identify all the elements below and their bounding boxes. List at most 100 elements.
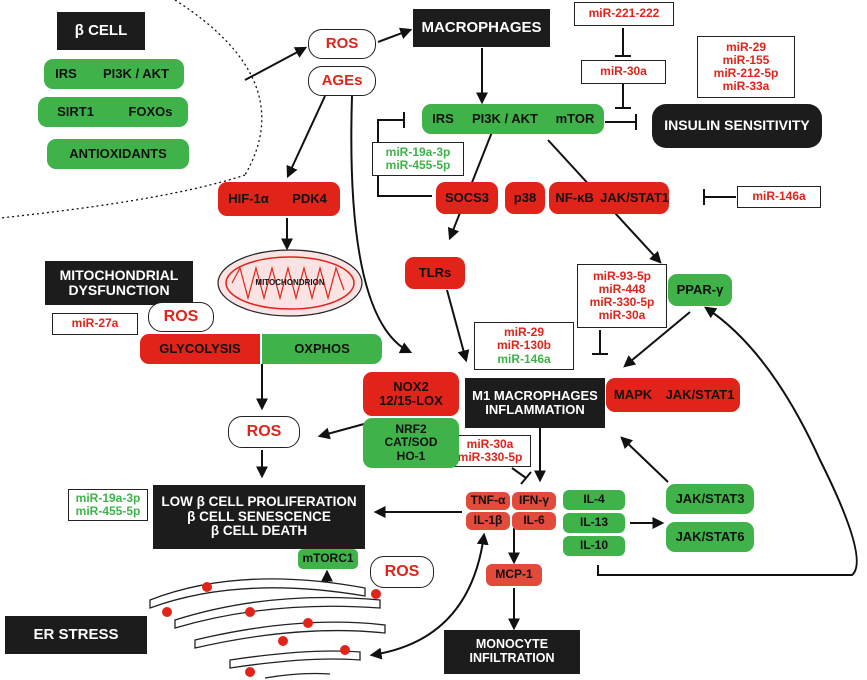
- mir-27a-box: miR-27a: [52, 313, 138, 335]
- mir-cytokine-1: miR-330-5p: [457, 450, 523, 464]
- nfkb-jak-bar: NF-κB JAK/STAT1: [549, 182, 669, 214]
- arrow-jak3-to-m1: [620, 436, 669, 483]
- er-stress-label: ER STRESS: [5, 616, 147, 654]
- arrow-ages-to-hif: [286, 95, 326, 179]
- nrf2-cat-sod: NRF2 CAT/SOD HO-1: [363, 418, 459, 468]
- beta-irs-pi3k-bar: IRS PI3K / AKT: [44, 59, 184, 89]
- mitochondrion-shape: [217, 249, 363, 317]
- mir-beta-1: miR-455-5p: [75, 504, 141, 518]
- mitochondrial-dysfunction-title: MITOCHONDRIAL DYSFUNCTION: [45, 261, 193, 305]
- mir-221-222-box: miR-221-222: [574, 2, 674, 26]
- arrow-er-cytokines: [369, 532, 489, 660]
- jak-stat1: JAK/STAT1: [600, 189, 669, 205]
- mcp-1: MCP-1: [486, 564, 542, 586]
- mir-146a-top-box: miR-146a: [737, 186, 821, 208]
- jak-stat3: JAK/STAT3: [666, 484, 754, 514]
- arrow-ros-to-macrophages: [377, 27, 413, 43]
- ros-middle: ROS: [228, 416, 300, 448]
- jak-stat1-m1: JAK/STAT1: [665, 386, 735, 402]
- insulin-sensitivity: INSULIN SENSITIVITY: [652, 104, 822, 148]
- beta-cell-title: β CELL: [57, 12, 145, 50]
- endoplasmic-reticulum: [149, 578, 386, 679]
- mir-insulin-0: miR-29: [725, 39, 766, 54]
- nox2-lox: NOX2 12/15-LOX: [363, 372, 459, 416]
- oxphos: OXPHOS: [262, 334, 382, 364]
- mir-146a-top: miR-146a: [752, 189, 806, 204]
- mir-30a-top: miR-30a: [600, 64, 647, 79]
- tnf-alpha: TNF-α: [466, 492, 510, 510]
- socs3: SOCS3: [436, 182, 498, 214]
- mir-insulin-3: miR-33a: [722, 79, 770, 94]
- beta-cell-outcome: LOW β CELL PROLIFERATION β CELL SENESCEN…: [153, 485, 365, 549]
- outcome-line-0: LOW β CELL PROLIFERATION: [161, 493, 357, 509]
- mir-ppar-1: miR-448: [598, 281, 646, 296]
- arrow-il10-loop: [597, 306, 858, 576]
- mir-ppar-3: miR-30a: [598, 308, 646, 323]
- cell-membrane-lower: [0, 174, 246, 219]
- mapk-jak-bar: MAPK JAK/STAT1: [606, 378, 740, 412]
- arrow-ages-to-m1: [350, 95, 413, 354]
- ages-stimulus: AGEs: [308, 66, 376, 96]
- cell-membrane: [174, 0, 263, 176]
- m1-macrophages-inflammation: M1 MACROPHAGES INFLAMMATION: [465, 378, 605, 428]
- il-6: IL-6: [512, 512, 556, 530]
- mir-beta-group: miR-19a-3p miR-455-5p: [68, 489, 148, 521]
- pdk4: PDK4: [292, 190, 327, 206]
- mtorc1: mTORC1: [298, 549, 358, 569]
- ros-stimulus: ROS: [308, 29, 376, 59]
- arrow-beta-to-ros: [244, 46, 308, 81]
- glycolysis: GLYCOLYSIS: [140, 334, 260, 364]
- beta-sirt1: SIRT1: [57, 103, 94, 119]
- mir-beta-0: miR-19a-3p: [75, 490, 141, 505]
- arrow-nrf2-to-ros: [317, 423, 365, 440]
- beta-irs: IRS: [55, 65, 77, 81]
- il-4: IL-4: [563, 490, 625, 510]
- mir-socs-0: miR-19a-3p: [385, 144, 451, 159]
- mir-m1-group: miR-29 miR-130b miR-146a: [474, 322, 574, 370]
- monocyte-infiltration: MONOCYTE INFILTRATION: [444, 630, 580, 674]
- il-13: IL-13: [563, 513, 625, 533]
- mac-mtor: mTOR: [555, 110, 595, 126]
- il-10: IL-10: [563, 536, 625, 556]
- il-1beta: IL-1β: [466, 512, 510, 530]
- arrow-tlr-to-m1: [446, 289, 470, 363]
- mac-irs: IRS: [432, 110, 454, 126]
- ifn-gamma: IFN-γ: [512, 492, 556, 510]
- mir-ppar-group: miR-93-5p miR-448 miR-330-5p miR-30a: [577, 264, 667, 328]
- arrow-ppar-to-m1: [623, 311, 691, 368]
- mir-221-222: miR-221-222: [588, 6, 660, 21]
- mir-insulin-group: miR-29 miR-155 miR-212-5p miR-33a: [697, 36, 795, 98]
- nfkb: NF-κB: [555, 189, 594, 205]
- outcome-line-2: β CELL DEATH: [210, 523, 308, 539]
- mir-cytokine-group: miR-30a miR-330-5p: [449, 435, 531, 467]
- hif1a: HIF-1α: [228, 190, 269, 206]
- mir-cytokine-0: miR-30a: [466, 436, 514, 451]
- ppar-gamma: PPAR-γ: [668, 274, 732, 306]
- beta-foxos: FOXOs: [128, 103, 173, 119]
- mir-27a: miR-27a: [71, 316, 119, 331]
- mir-insulin-1: miR-155: [722, 52, 770, 67]
- ribosome-dots: [162, 582, 381, 677]
- beta-antioxidants: ANTIOXIDANTS: [47, 139, 189, 169]
- mir-m1-0: miR-29: [503, 325, 544, 340]
- mitochondrion-label: MITOCHONDRION: [255, 277, 325, 287]
- mir-insulin-2: miR-212-5p: [713, 66, 779, 80]
- mac-irs-pi3k-mtor-bar: IRS PI3K / AKT mTOR: [422, 104, 604, 134]
- beta-sirt-foxo-bar: SIRT1 FOXOs: [38, 97, 188, 127]
- jak-stat6: JAK/STAT6: [666, 522, 754, 552]
- mac-pi3k-akt: PI3K / AKT: [472, 110, 538, 126]
- mir-30a-top-box: miR-30a: [581, 60, 666, 84]
- inhibit-cytokine-mir: [511, 467, 527, 479]
- mir-ppar-0: miR-93-5p: [592, 268, 651, 283]
- mapk: MAPK: [613, 386, 653, 402]
- ros-er: ROS: [370, 556, 434, 588]
- mir-m1-2: miR-146a: [497, 351, 551, 366]
- mir-socs-group: miR-19a-3p miR-455-5p: [372, 142, 464, 176]
- tlrs: TLRs: [405, 257, 465, 289]
- outcome-line-1: β CELL SENESCENCE: [187, 508, 331, 524]
- macrophages-title: MACROPHAGES: [413, 9, 550, 47]
- hif-pdk4-bar: HIF-1α PDK4: [218, 182, 340, 216]
- ros-mito: ROS: [148, 302, 214, 332]
- p38: p38: [505, 182, 545, 214]
